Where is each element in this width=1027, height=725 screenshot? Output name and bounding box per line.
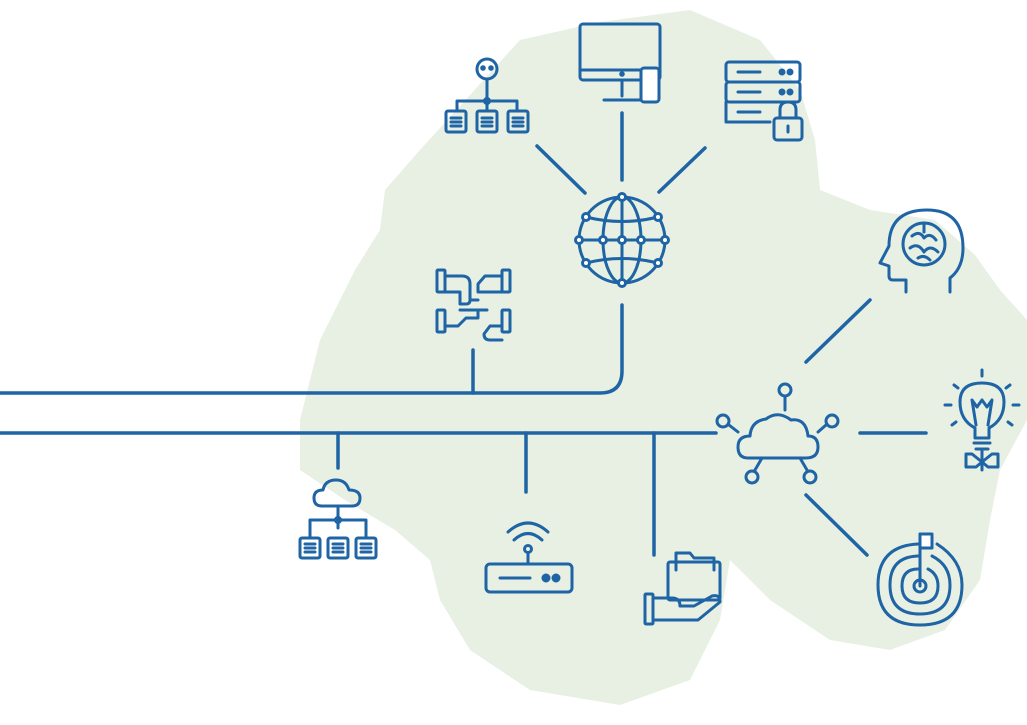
desktop-computer-icon [578,22,662,104]
lightbulb-idea-icon [943,368,1021,472]
cloud-hierarchy-icon [298,478,378,560]
globe-right-connector [657,146,707,194]
brain-connector [804,298,872,364]
main-upper-line [0,303,624,395]
folder-hand-icon [643,551,722,626]
cloud-network-icon [715,382,840,485]
globe-network-icon [574,192,670,288]
connector-lines [0,111,928,557]
target-flag-icon [876,532,964,627]
globe-left-connector [535,144,587,195]
wifi-router-icon [484,521,574,594]
target-connector [804,493,869,557]
org-chart-person-icon [444,57,530,134]
secure-server-icon [724,60,804,142]
teamwork-hands-icon [435,268,512,342]
land-silhouette [300,10,1027,705]
brain-head-icon [878,208,965,294]
